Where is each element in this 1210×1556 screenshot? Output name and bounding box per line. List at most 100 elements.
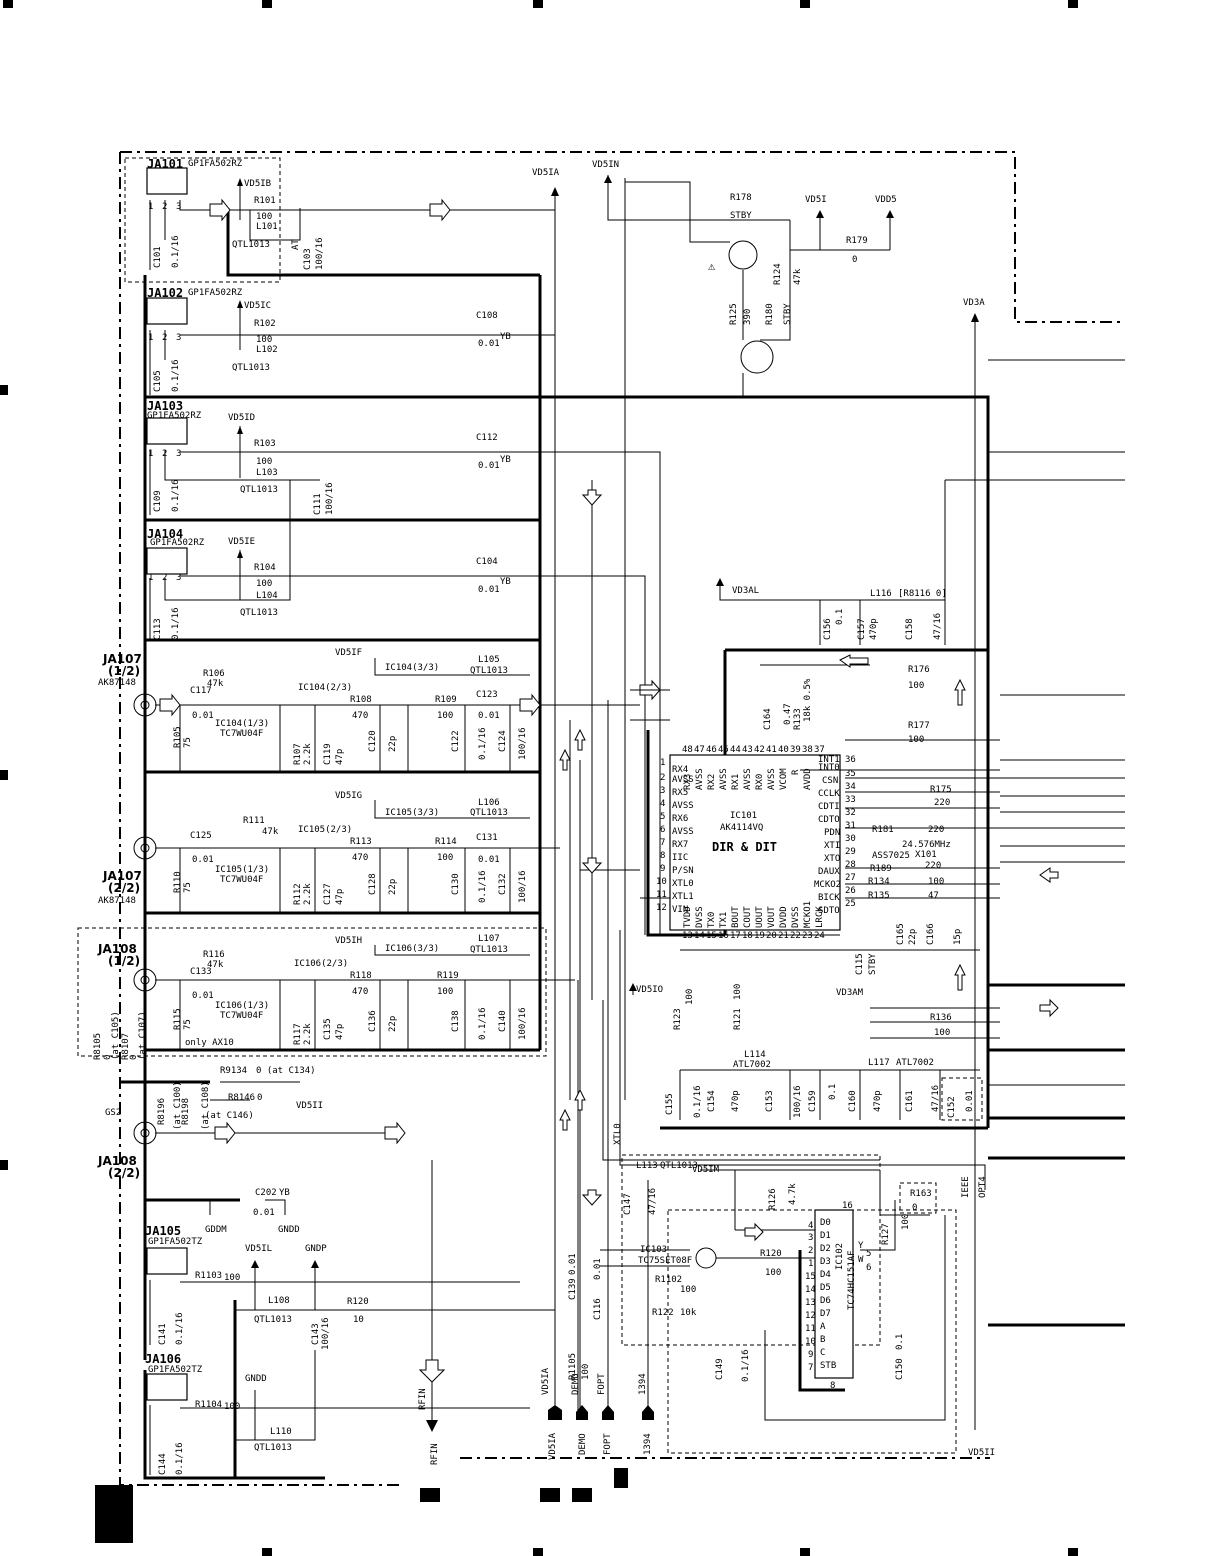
svg-text:0.1/16: 0.1/16 [478,1007,488,1040]
svg-text:0.01: 0.01 [593,1258,603,1280]
svg-text:3: 3 [176,449,181,459]
svg-text:D3: D3 [820,1257,831,1267]
svg-text:0: 0 [912,1203,917,1213]
svg-text:100: 100 [437,987,453,997]
ja101-ref: JA101 [147,157,183,171]
svg-text:0.01: 0.01 [253,1208,275,1218]
svg-text:QTL1013: QTL1013 [660,1161,698,1171]
svg-text:D5: D5 [820,1283,831,1293]
svg-text:L105: L105 [478,655,500,665]
svg-text:(at C107): (at C107) [138,1011,148,1060]
svg-text:47k: 47k [262,827,279,837]
svg-text:JA108: JA108 [97,1154,137,1168]
svg-text:QTL1013: QTL1013 [254,1315,292,1325]
svg-text:0.1/16: 0.1/16 [478,727,488,760]
svg-text:100: 100 [680,1285,696,1295]
svg-text:C147: C147 [623,1193,633,1215]
svg-text:100/16: 100/16 [518,727,528,760]
svg-text:100: 100 [256,212,272,222]
svg-text:R117: R117 [293,1023,303,1045]
svg-text:C117: C117 [190,686,212,696]
svg-text:TC7WU04F: TC7WU04F [220,1011,263,1021]
svg-text:JA104: JA104 [147,527,183,541]
svg-text:VD3AM: VD3AM [836,988,864,998]
svg-text:0.1/16: 0.1/16 [171,607,181,640]
svg-text:100: 100 [934,1028,950,1038]
svg-text:22p: 22p [388,1016,398,1032]
svg-text:11: 11 [805,1324,816,1334]
svg-text:C123: C123 [476,690,498,700]
svg-text:470: 470 [352,711,368,721]
svg-text:44: 44 [730,745,741,755]
svg-text:3: 3 [660,786,665,796]
svg-text:1: 1 [808,1259,813,1269]
svg-text:C133: C133 [190,967,212,977]
svg-text:AT: AT [291,239,301,250]
svg-text:470: 470 [352,987,368,997]
svg-text:21: 21 [778,931,789,941]
svg-text:VCOM: VCOM [779,768,789,790]
svg-text:0.01: 0.01 [478,855,500,865]
svg-text:10k: 10k [680,1308,697,1318]
svg-text:33: 33 [845,795,856,805]
svg-text:MCKO2: MCKO2 [814,880,841,890]
svg-text:(1/2): (1/2) [108,664,140,678]
svg-text:4: 4 [660,799,665,809]
svg-text:1: 1 [148,573,153,583]
svg-text:3: 3 [808,1233,813,1243]
svg-text:only AX10: only AX10 [185,1038,234,1048]
svg-text:C113: C113 [153,618,163,640]
svg-text:R105: R105 [173,726,183,748]
svg-text:39: 39 [790,745,801,755]
svg-text:C116: C116 [593,1298,603,1320]
svg-text:36: 36 [845,755,856,765]
svg-text:R107: R107 [293,743,303,765]
svg-text:48: 48 [682,745,693,755]
svg-text:40: 40 [778,745,789,755]
svg-text:0.1: 0.1 [828,1084,838,1100]
svg-text:C111: C111 [313,493,323,515]
svg-text:47/16: 47/16 [931,1085,941,1112]
svg-text:L116: L116 [870,589,892,599]
svg-text:JA108: JA108 [97,942,137,956]
svg-text:R121: R121 [733,1008,743,1030]
svg-text:R136: R136 [930,1013,952,1023]
svg-text:C125: C125 [190,831,212,841]
svg-text:JA105: JA105 [145,1224,181,1238]
svg-text:47: 47 [694,745,705,755]
svg-text:47p: 47p [335,889,345,905]
svg-text:2: 2 [660,773,665,783]
svg-text:31: 31 [845,821,856,831]
svg-text:STB: STB [820,1361,836,1371]
svg-text:C127: C127 [323,883,333,905]
coax-channel-1: JA107 (1/2) AK87148 VD5IF C117 0.01 R106… [98,648,661,772]
svg-text:RX7: RX7 [672,840,688,850]
svg-text:2.2k: 2.2k [303,883,313,905]
svg-text:IC106(3/3): IC106(3/3) [385,944,439,954]
svg-text:L101: L101 [256,222,278,232]
svg-text:DVSS: DVSS [695,906,705,928]
svg-text:R123: R123 [673,1008,683,1030]
svg-text:YB: YB [500,332,511,342]
svg-text:0.1/16: 0.1/16 [171,235,181,268]
svg-text:JA107: JA107 [102,869,142,883]
svg-text:DAUX: DAUX [818,867,840,877]
svg-text:R119: R119 [437,971,459,981]
svg-text:0.1: 0.1 [895,1334,905,1350]
svg-text:L108: L108 [268,1296,290,1306]
svg-text:0.01: 0.01 [965,1090,975,1112]
svg-text:R178: R178 [730,193,752,203]
svg-text:10: 10 [353,1315,364,1325]
svg-text:47: 47 [928,891,939,901]
svg-text:VD5II: VD5II [968,1448,995,1458]
svg-text:C105: C105 [153,370,163,392]
svg-text:15p: 15p [953,929,963,945]
svg-text:QTL1013: QTL1013 [470,808,508,818]
svg-text:390: 390 [743,309,753,325]
svg-text:BICK: BICK [818,893,840,903]
bottom-signals: RFIN RFIN VD5IA VD5IA DEMO DEMO FOPT FOP… [418,930,995,1465]
